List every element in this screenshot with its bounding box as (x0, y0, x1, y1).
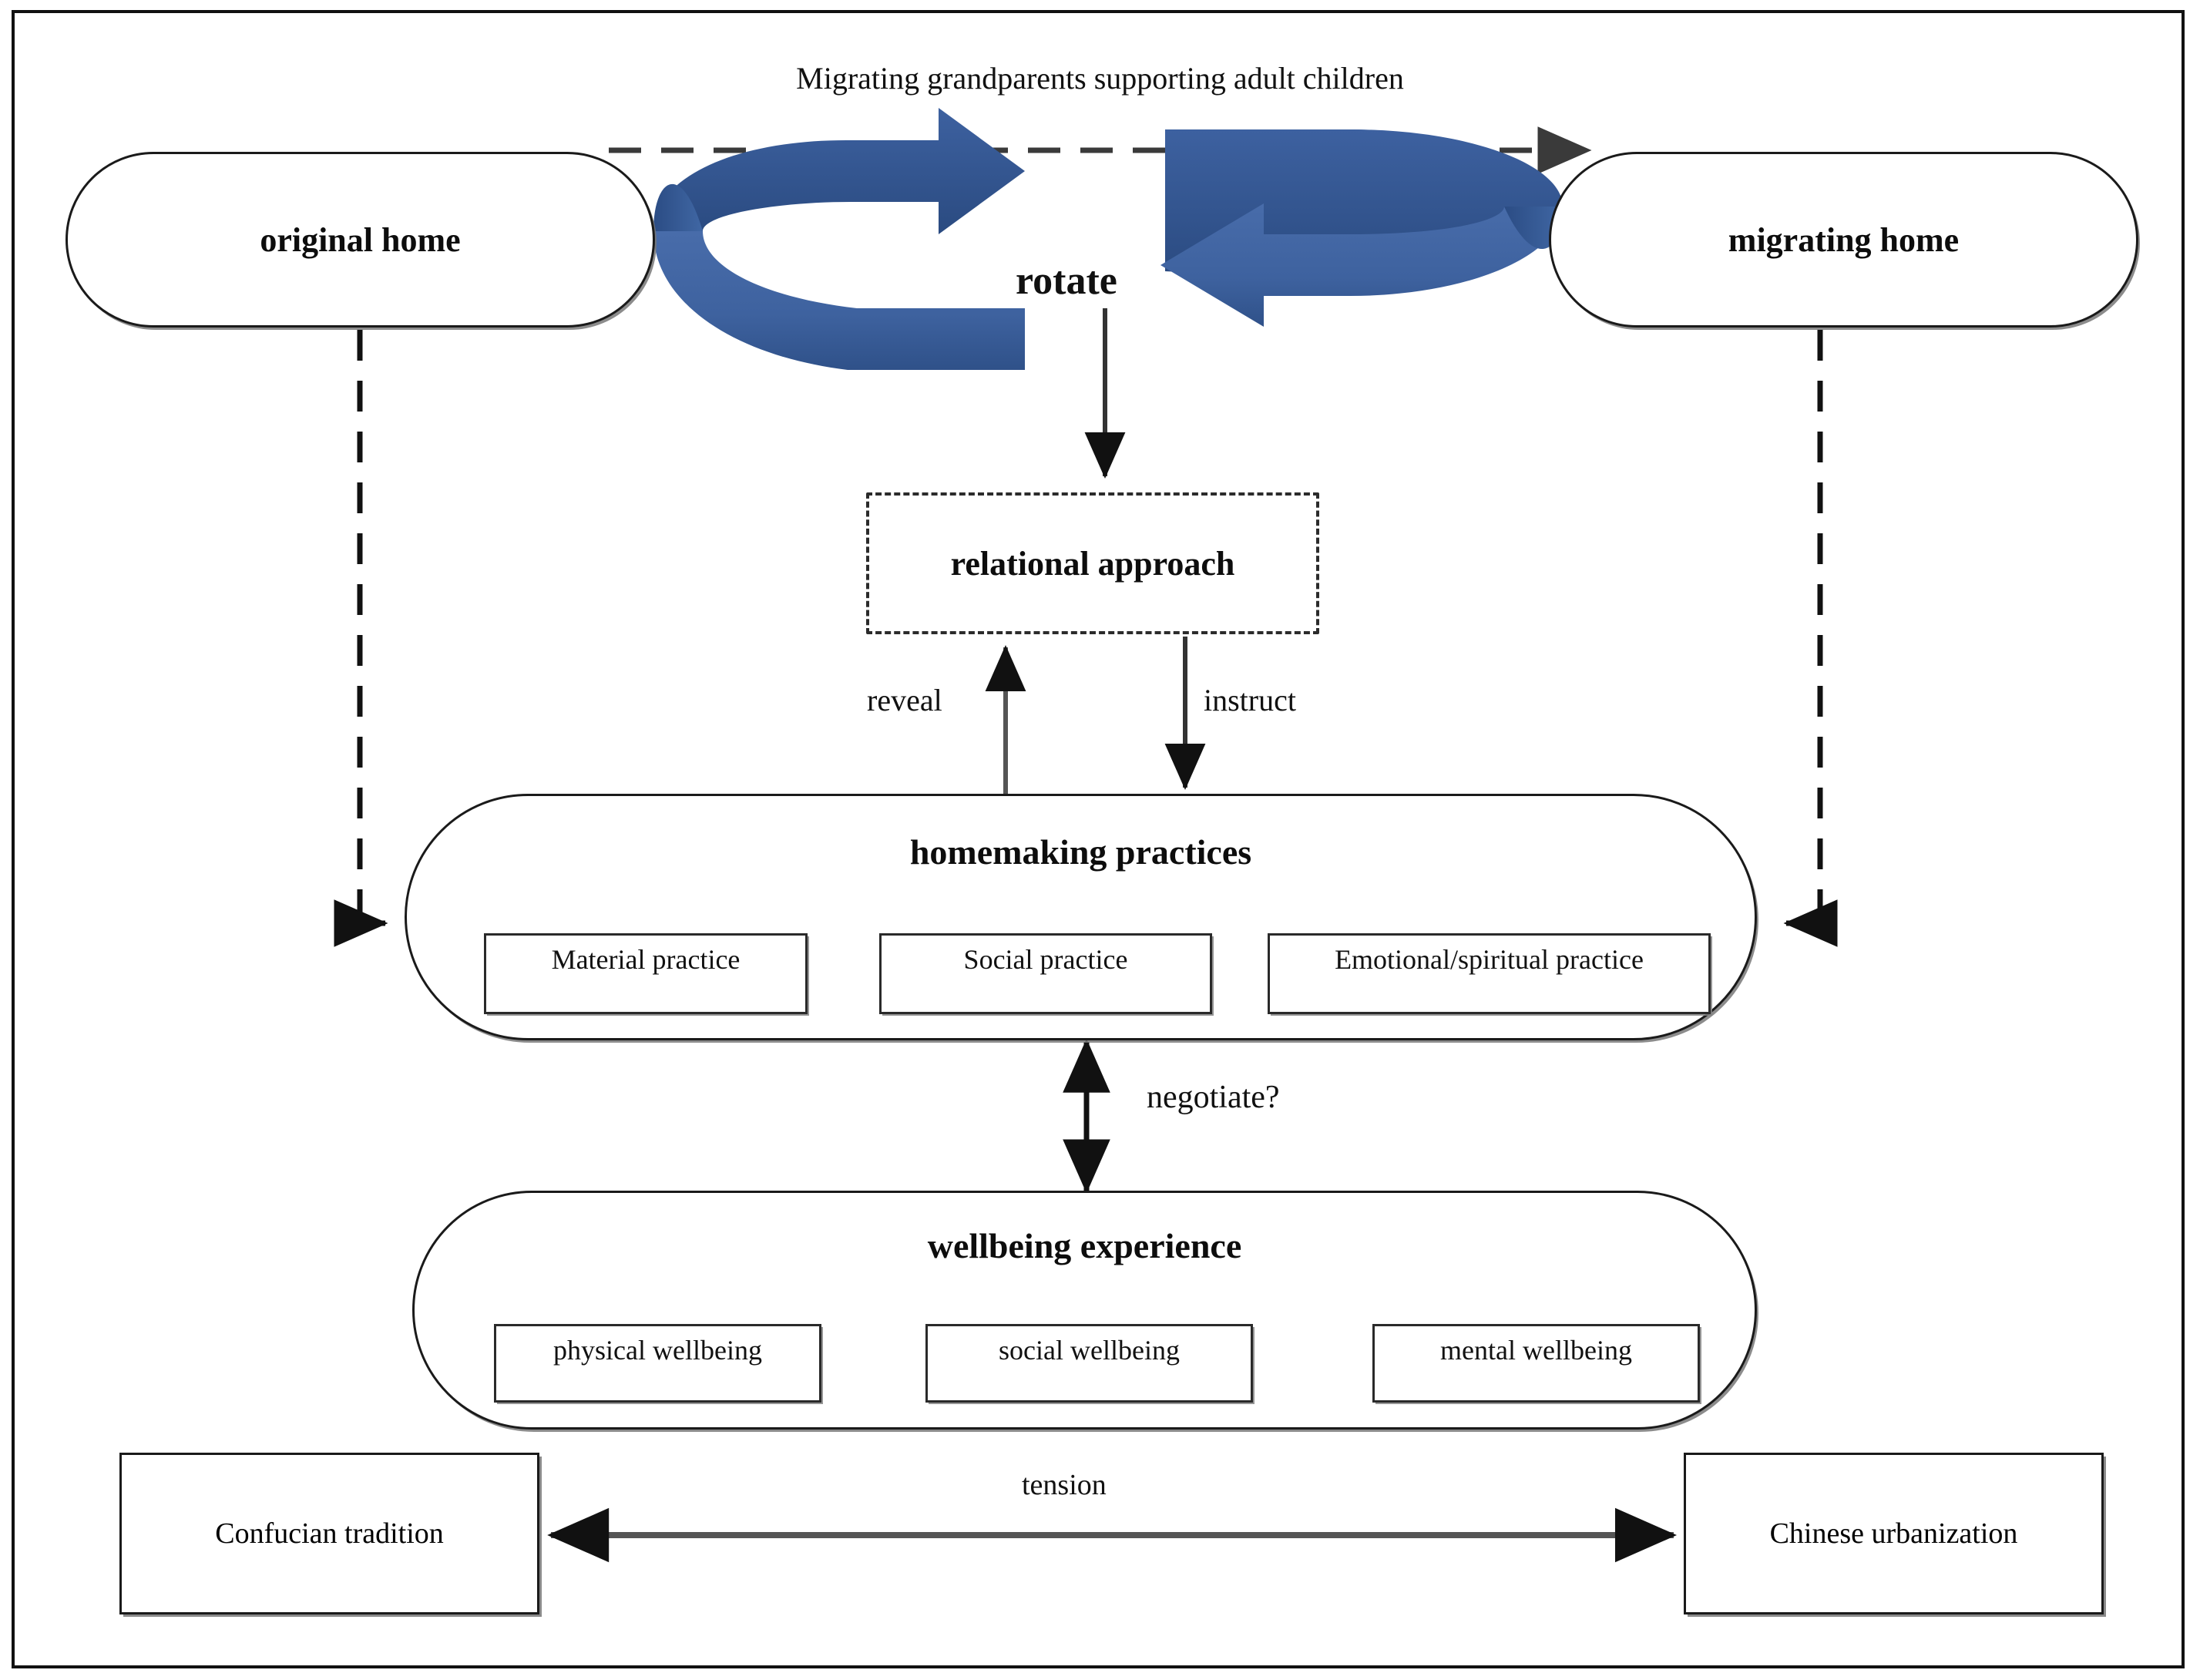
homemaking-subitems: Material practice Social practice Emotio… (407, 933, 1755, 1014)
wellbeing-subitems: physical wellbeing social wellbeing ment… (415, 1324, 1755, 1403)
subbox-emotional-spiritual-practice[interactable]: Emotional/spiritual practice (1268, 933, 1711, 1014)
instruct-label: instruct (1204, 683, 1296, 717)
subbox-material-practice[interactable]: Material practice (484, 933, 808, 1014)
node-original-home-label: original home (260, 220, 461, 259)
node-confucian-tradition[interactable]: Confucian tradition (119, 1453, 539, 1614)
node-original-home[interactable]: original home (65, 152, 655, 328)
node-homemaking-practices[interactable]: homemaking practices Material practice S… (405, 794, 1757, 1040)
node-wellbeing-experience-label: wellbeing experience (927, 1226, 1242, 1265)
node-chinese-urbanization-label: Chinese urbanization (1769, 1517, 2018, 1550)
node-migrating-home-label: migrating home (1728, 220, 1960, 259)
reveal-label: reveal (867, 683, 942, 717)
node-homemaking-practices-label: homemaking practices (909, 832, 1252, 872)
node-migrating-home[interactable]: migrating home (1549, 152, 2138, 328)
subbox-social-wellbeing[interactable]: social wellbeing (925, 1324, 1253, 1403)
figure-border (12, 10, 2185, 1668)
tension-label: tension (1022, 1469, 1107, 1501)
node-wellbeing-experience[interactable]: wellbeing experience physical wellbeing … (412, 1191, 1757, 1430)
node-relational-approach[interactable]: relational approach (866, 492, 1319, 634)
figure-title: Migrating grandparents supporting adult … (796, 61, 1404, 96)
node-confucian-tradition-label: Confucian tradition (215, 1517, 444, 1550)
node-chinese-urbanization[interactable]: Chinese urbanization (1684, 1453, 2104, 1614)
node-relational-approach-label: relational approach (950, 544, 1235, 583)
negotiate-label: negotiate? (1147, 1080, 1280, 1115)
rotate-label: rotate (1016, 259, 1117, 303)
subbox-physical-wellbeing[interactable]: physical wellbeing (494, 1324, 821, 1403)
subbox-mental-wellbeing[interactable]: mental wellbeing (1372, 1324, 1700, 1403)
subbox-social-practice[interactable]: Social practice (879, 933, 1212, 1014)
